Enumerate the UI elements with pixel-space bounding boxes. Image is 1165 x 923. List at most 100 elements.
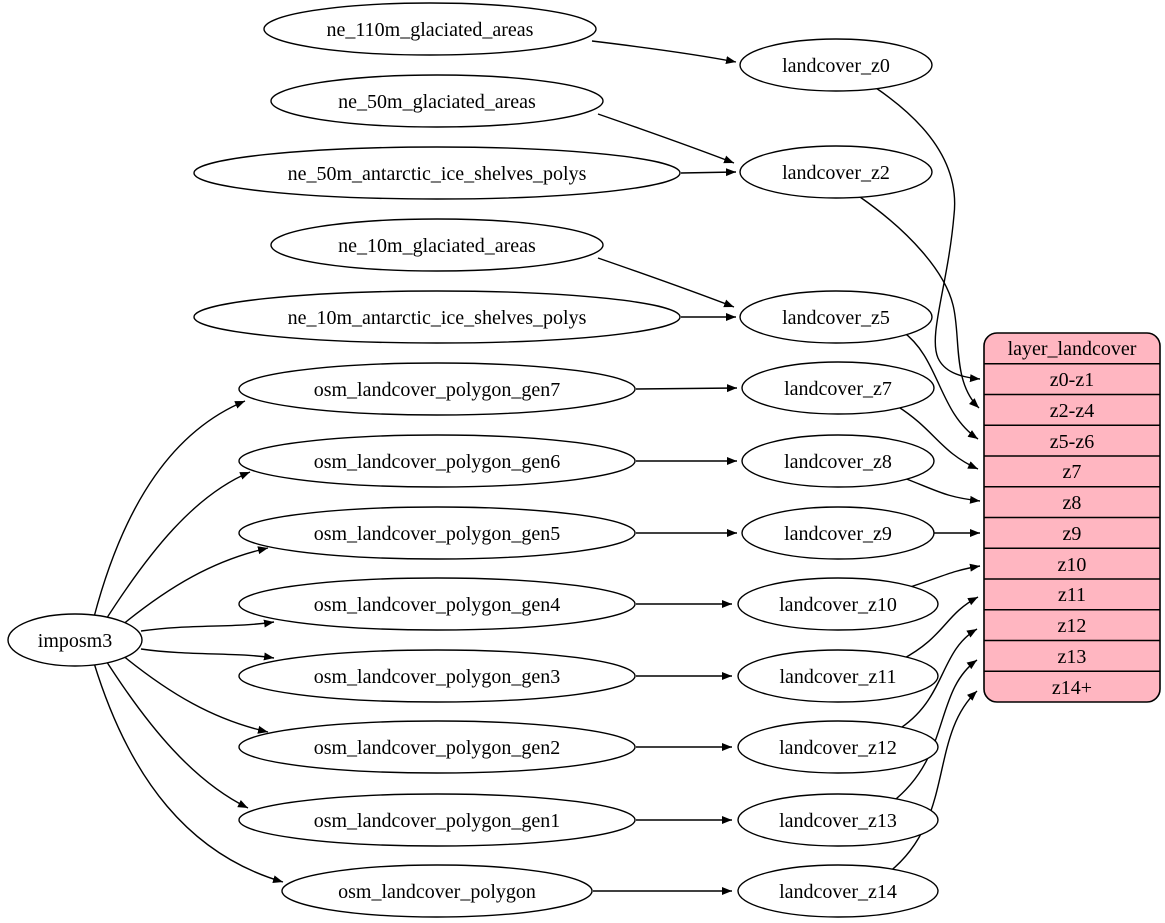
- node-label: landcover_z12: [779, 737, 897, 759]
- node-label: landcover_z14: [779, 881, 897, 903]
- edge-ne_110m_glaciated_areas-to-landcover_z0: [591, 40, 737, 65]
- node-label: ne_50m_antarctic_ice_shelves_polys: [288, 163, 587, 185]
- node-osm-landcover-polygon-gen6: osm_landcover_polygon_gen6: [238, 434, 636, 488]
- node-shape: [238, 649, 636, 703]
- node-landcover-z14: landcover_z14: [737, 864, 939, 918]
- record-row-z0-z1: z0-z1: [1050, 369, 1094, 391]
- node-ne-110m-glaciated-areas: ne_110m_glaciated_areas: [263, 2, 597, 56]
- node-label: osm_landcover_polygon_gen7: [314, 379, 561, 401]
- record-row-z10: z10: [1058, 554, 1087, 576]
- node-shape: [238, 506, 636, 560]
- node-label: landcover_z7: [784, 378, 892, 400]
- edge-imposm3-to-osm_landcover_polygon: [93, 662, 284, 884]
- node-ne-50m-antarctic-ice-shelves-polys: ne_50m_antarctic_ice_shelves_polys: [193, 146, 681, 200]
- record-row-z9: z9: [1063, 523, 1082, 545]
- node-label: landcover_z11: [780, 666, 897, 688]
- record-title: layer_landcover: [1008, 338, 1137, 360]
- node-ne-10m-antarctic-ice-shelves-polys: ne_10m_antarctic_ice_shelves_polys: [193, 290, 681, 344]
- record-row-z13: z13: [1058, 646, 1087, 668]
- node-shape: [238, 720, 636, 774]
- edge-landcover_z11-to-row-z11: [900, 596, 979, 661]
- record-row-z7: z7: [1063, 461, 1082, 483]
- node-shape: [270, 218, 604, 272]
- node-shape: [741, 361, 935, 415]
- node-label: ne_50m_glaciated_areas: [338, 91, 536, 113]
- node-shape: [737, 649, 939, 703]
- edge-landcover_z14-to-row-z14plus: [887, 690, 978, 874]
- node-landcover-z9: landcover_z9: [741, 506, 935, 560]
- edge-ne_50m_glaciated_areas-to-landcover_z2: [597, 113, 735, 164]
- node-shape: [737, 577, 939, 631]
- node-shape: [193, 290, 681, 344]
- edge-osm_landcover_polygon_gen7-to-landcover_z7: [635, 384, 738, 393]
- node-shape: [741, 434, 935, 488]
- node-osm-landcover-polygon: osm_landcover_polygon: [281, 864, 593, 918]
- node-shape: [739, 290, 933, 344]
- node-label: landcover_z13: [779, 810, 897, 832]
- edge-imposm3-to-osm_landcover_polygon_gen6: [102, 471, 251, 625]
- edge-landcover_z2-to-row-z2-z4: [859, 196, 980, 409]
- node-label: landcover_z2: [782, 162, 890, 184]
- node-label: osm_landcover_polygon_gen6: [314, 451, 561, 473]
- node-osm-landcover-polygon-gen5: osm_landcover_polygon_gen5: [238, 506, 636, 560]
- node-osm-landcover-polygon-gen1: osm_landcover_polygon_gen1: [238, 793, 636, 847]
- node-label: osm_landcover_polygon_gen5: [314, 523, 561, 545]
- node-landcover-z5: landcover_z5: [739, 290, 933, 344]
- node-shape: [238, 434, 636, 488]
- node-shape: [7, 613, 143, 667]
- edge-ne_50m_antarctic_ice_shelves_polys-to-landcover_z2: [680, 168, 737, 177]
- edge-imposm3-to-osm_landcover_polygon_gen3: [140, 648, 275, 661]
- node-osm-landcover-polygon-gen4: osm_landcover_polygon_gen4: [238, 577, 636, 631]
- node-landcover-z12: landcover_z12: [737, 720, 939, 774]
- edge-imposm3-to-osm_landcover_polygon_gen7: [93, 400, 246, 618]
- edge-landcover_z5-to-row-z5-z6: [901, 330, 979, 440]
- node-shape: [741, 506, 935, 560]
- node-label: landcover_z5: [782, 307, 890, 329]
- edge-imposm3-to-osm_landcover_polygon_gen1: [102, 655, 249, 809]
- node-ne-10m-glaciated-areas: ne_10m_glaciated_areas: [270, 218, 604, 272]
- node-label: landcover_z10: [779, 594, 897, 616]
- node-landcover-z8: landcover_z8: [741, 434, 935, 488]
- edge-landcover_z10-to-row-z10: [903, 563, 981, 590]
- node-landcover-z11: landcover_z11: [737, 649, 939, 703]
- node-osm-landcover-polygon-gen7: osm_landcover_polygon_gen7: [238, 362, 636, 416]
- node-label: ne_110m_glaciated_areas: [327, 19, 534, 41]
- node-landcover-z2: landcover_z2: [739, 145, 933, 199]
- node-label: osm_landcover_polygon: [338, 881, 536, 903]
- node-landcover-z13: landcover_z13: [737, 793, 939, 847]
- record-row-z5-z6: z5-z6: [1050, 431, 1094, 453]
- record-row-z8: z8: [1063, 492, 1082, 514]
- node-shape: [263, 2, 597, 56]
- node-shape: [739, 38, 933, 92]
- edge-imposm3-to-osm_landcover_polygon_gen5: [115, 546, 269, 631]
- edge-imposm3-to-osm_landcover_polygon_gen2: [115, 649, 269, 734]
- node-label: osm_landcover_polygon_gen1: [314, 810, 561, 832]
- record-row-z14plus: z14+: [1052, 677, 1092, 699]
- edge-ne_10m_glaciated_areas-to-landcover_z5: [597, 257, 735, 308]
- node-label: landcover_z8: [784, 451, 892, 473]
- edge-landcover_z12-to-row-z12: [895, 628, 978, 732]
- node-osm-landcover-polygon-gen2: osm_landcover_polygon_gen2: [238, 720, 636, 774]
- record-row-z11: z11: [1058, 584, 1086, 606]
- edge-imposm3-to-osm_landcover_polygon_gen4: [140, 619, 275, 632]
- record-row-z2-z4: z2-z4: [1050, 400, 1094, 422]
- node-shape: [737, 793, 939, 847]
- node-landcover-z10: landcover_z10: [737, 577, 939, 631]
- node-label: landcover_z0: [782, 55, 890, 77]
- node-shape: [281, 864, 593, 918]
- node-shape: [238, 362, 636, 416]
- node-label: ne_10m_glaciated_areas: [338, 235, 536, 257]
- node-shape: [737, 864, 939, 918]
- node-landcover-z0: landcover_z0: [739, 38, 933, 92]
- node-label: landcover_z9: [784, 523, 892, 545]
- node-shape: [270, 74, 604, 128]
- record-row-z12: z12: [1058, 615, 1087, 637]
- node-label: imposm3: [38, 630, 112, 652]
- edge-landcover_z0-to-row-z0-z1: [875, 87, 981, 383]
- node-label: osm_landcover_polygon_gen3: [314, 666, 561, 688]
- node-osm-landcover-polygon-gen3: osm_landcover_polygon_gen3: [238, 649, 636, 703]
- edge-landcover_z8-to-row-z8: [903, 477, 981, 504]
- edge-landcover_z7-to-row-z7: [896, 405, 979, 470]
- node-label: osm_landcover_polygon_gen4: [314, 594, 561, 616]
